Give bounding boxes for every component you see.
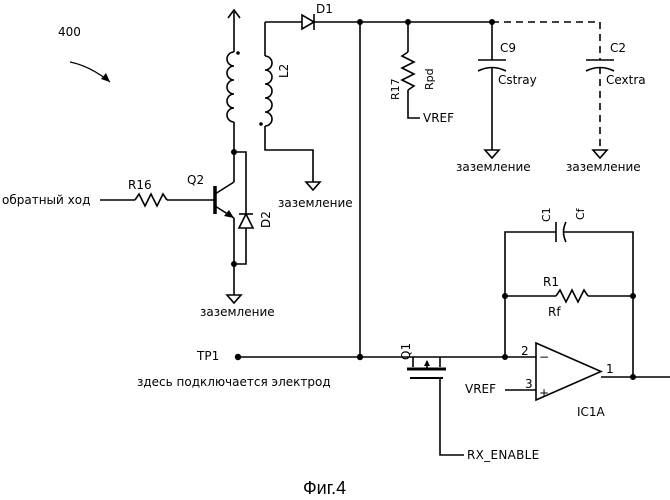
vref-opamp-label: VREF	[465, 382, 496, 396]
l2-ground-label: заземление	[278, 196, 353, 210]
r16-resistor	[135, 194, 167, 206]
l2-winding	[265, 56, 272, 126]
c2-ground-label: заземление	[566, 160, 641, 174]
flyback-input-label: обратный ход	[2, 193, 90, 207]
d1-label: D1	[316, 2, 333, 16]
primary-polarity-dot	[236, 51, 240, 55]
c2-label: C2	[610, 41, 626, 55]
c1-label: C1	[540, 207, 553, 222]
rf-label: Rf	[548, 305, 561, 319]
q2-emitter-arrow	[224, 210, 234, 218]
tp1-terminal	[235, 354, 241, 360]
cextra-label: Cextra	[606, 73, 646, 87]
c9-label: C9	[500, 41, 516, 55]
d2-top-wire	[234, 152, 246, 214]
l2-polarity-dot	[259, 122, 263, 126]
tp1-label: TP1	[196, 349, 219, 363]
rpd-label: Rpd	[423, 68, 436, 90]
figure-ref-arrowhead	[101, 73, 110, 82]
rf-resistor	[556, 290, 588, 302]
q2-ground-label: заземление	[200, 305, 275, 319]
cf-label: Cf	[574, 207, 587, 220]
vref-top-label: VREF	[423, 111, 454, 125]
q2-ground-symbol	[227, 295, 241, 303]
pin1-label: 1	[606, 362, 614, 376]
ic1a-label: IC1A	[577, 405, 606, 419]
r17-label: R17	[389, 78, 402, 100]
d2-bottom-wire	[234, 228, 246, 264]
l2-ground-wire	[265, 126, 313, 182]
r16-label: R16	[128, 178, 152, 192]
r17-resistor	[402, 52, 414, 90]
q2-label: Q2	[187, 173, 204, 187]
d2-body	[239, 214, 253, 228]
d2-label: D2	[259, 211, 273, 228]
q1-label: Q1	[399, 343, 413, 360]
junction-rf-left	[502, 293, 508, 299]
opamp-plus: +	[539, 386, 549, 400]
l2-label: L2	[277, 64, 291, 78]
cstray-label: Cstray	[498, 73, 537, 87]
r1-label: R1	[543, 275, 559, 289]
figure-ref-number: 400	[58, 25, 81, 39]
junction-rf-right	[630, 293, 636, 299]
figure-caption: Фиг.4	[303, 478, 346, 498]
cf-right-wire	[563, 232, 633, 377]
c2-ground-symbol	[593, 150, 607, 158]
pin2-label: 2	[521, 344, 529, 358]
junction-q2-top	[231, 149, 237, 155]
c9-ground-label: заземление	[456, 160, 531, 174]
c9-ground-symbol	[485, 150, 499, 158]
rx-enable-label: RX_ENABLE	[467, 448, 540, 462]
d1-body	[302, 15, 314, 29]
q2-collector-leg	[215, 182, 234, 194]
opamp-minus: −	[539, 350, 549, 364]
primary-winding	[227, 52, 234, 122]
q1-body-arrow	[424, 360, 430, 366]
electrode-note: здесь подключается электрод	[137, 375, 331, 389]
junction-tp1	[357, 354, 363, 360]
pin3-label: 3	[525, 377, 533, 391]
junction-q2-bottom	[231, 261, 237, 267]
r17-bottom-wire	[408, 90, 420, 118]
l2-ground-symbol	[306, 182, 320, 190]
cf-left-wire	[505, 232, 556, 357]
rx-enable-wire	[440, 378, 464, 455]
